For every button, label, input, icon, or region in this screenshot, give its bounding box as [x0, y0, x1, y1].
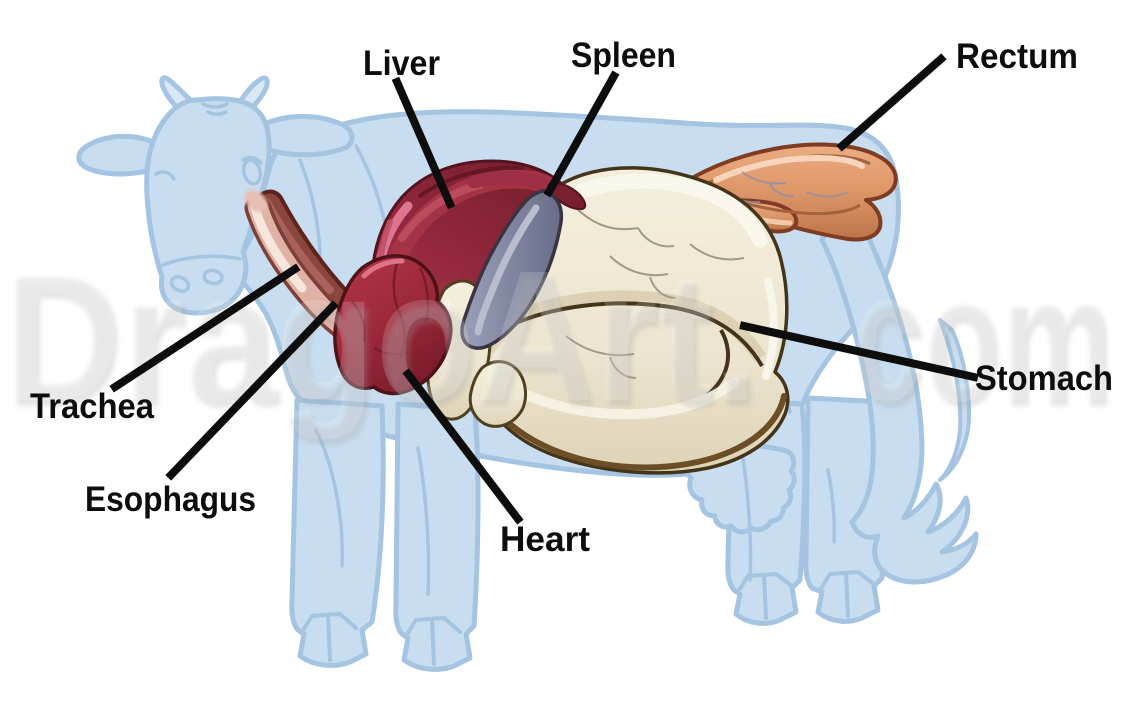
svg-text:DragoArt.: DragoArt. [2, 233, 758, 440]
svg-text:Spleen: Spleen [571, 36, 676, 75]
svg-text:Heart: Heart [500, 520, 590, 559]
svg-text:Stomach: Stomach [975, 359, 1113, 398]
svg-text:DragoArt.: DragoArt. [6, 239, 762, 446]
svg-text:com: com [852, 233, 1111, 440]
svg-text:Trachea: Trachea [30, 387, 154, 426]
svg-text:Esophagus: Esophagus [85, 480, 256, 519]
svg-text:Rectum: Rectum [956, 37, 1078, 76]
svg-text:com: com [856, 239, 1115, 446]
svg-text:Liver: Liver [363, 44, 440, 83]
